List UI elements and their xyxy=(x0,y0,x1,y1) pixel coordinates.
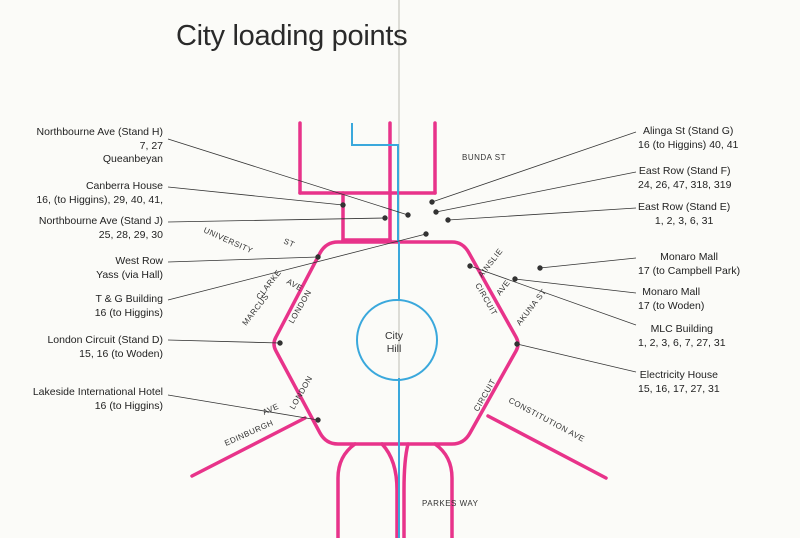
label-line: 1, 2, 3, 6, 31 xyxy=(654,214,714,227)
label-monaro-woden: Monaro Mall 17 (to Woden) xyxy=(638,286,704,313)
stop-canberra-house xyxy=(340,202,346,208)
street-ave-edinburgh: AVE xyxy=(261,402,280,417)
label-northbourne-j: Northbourne Ave (Stand J) 25, 28, 29, 30 xyxy=(39,215,163,242)
street-university-st: ST xyxy=(282,237,296,250)
label-line: 16, (to Higgins), 29, 40, 41, xyxy=(36,193,163,206)
road-constitution-ave xyxy=(486,414,608,480)
label-line: Alinga St (Stand G) xyxy=(642,125,734,137)
stop-monaro-campbell xyxy=(537,265,543,271)
label-london-circuit-d: London Circuit (Stand D) 15, 16 (to Wode… xyxy=(47,334,163,361)
street-akuna: AKUNA ST xyxy=(514,287,548,327)
road-south-right xyxy=(402,442,410,538)
stop-monaro-woden xyxy=(512,276,518,282)
label-east-row-f: East Row (Stand F) 24, 26, 47, 318, 319 xyxy=(638,165,731,192)
label-line: Northbourne Ave (Stand H) xyxy=(36,126,163,138)
stop-west-row xyxy=(315,254,321,260)
street-ave-constitution: AVE xyxy=(567,428,586,444)
label-line: Canberra House xyxy=(85,180,163,192)
stop-northbourne-h xyxy=(405,212,411,218)
label-line: Electricity House xyxy=(639,369,718,381)
road-edinburgh-ave xyxy=(190,416,307,478)
stop-east-row-e xyxy=(445,217,451,223)
city-hill-line-2: Hill xyxy=(386,343,402,355)
label-line: Queanbeyan xyxy=(102,153,163,165)
label-line: Monaro Mall xyxy=(642,286,701,298)
label-northbourne-h: Northbourne Ave (Stand H) 7, 27 Queanbey… xyxy=(37,126,163,167)
label-line: 17 (to Campbell Park) xyxy=(638,264,741,277)
label-line: 17 (to Woden) xyxy=(638,299,705,312)
page-title: City loading points xyxy=(176,20,408,52)
street-edinburgh: EDINBURGH xyxy=(223,418,275,448)
stop-mlc-building xyxy=(467,263,473,269)
street-university: UNIVERSITY xyxy=(202,226,254,256)
label-line: 16 (to Higgins) xyxy=(94,399,163,412)
road-southwest-exit xyxy=(336,442,357,538)
road-south-left xyxy=(380,442,399,538)
street-constitution: CONSTITUTION xyxy=(507,396,569,435)
label-line: 1, 2, 3, 6, 7, 27, 31 xyxy=(638,336,726,349)
label-line: Monaro Mall xyxy=(660,251,718,263)
label-line: East Row (Stand F) xyxy=(638,165,731,177)
label-line: West Row xyxy=(115,255,163,267)
label-line: 7, 27 xyxy=(139,139,163,152)
label-monaro-campbell: Monaro Mall 17 (to Campbell Park) xyxy=(638,251,740,278)
street-ave-ainslie: AVE xyxy=(494,278,512,297)
label-canberra-house: Canberra House 16, (to Higgins), 29, 40,… xyxy=(36,180,163,207)
label-mlc-building: MLC Building 1, 2, 3, 6, 7, 27, 31 xyxy=(638,323,726,350)
label-t-and-g: T & G Building 16 (to Higgins) xyxy=(95,293,163,320)
label-line: Lakeside International Hotel xyxy=(32,386,163,398)
city-hill-circle xyxy=(356,299,438,381)
label-electricity-house: Electricity House 15, 16, 17, 27, 31 xyxy=(638,369,720,396)
label-line: Northbourne Ave (Stand J) xyxy=(38,215,163,227)
label-line: 16 (to Higgins) 40, 41 xyxy=(638,138,739,151)
city-hill-label: City Hill xyxy=(364,330,424,356)
stop-alinga-g xyxy=(429,199,435,205)
label-line: 15, 16, 17, 27, 31 xyxy=(638,382,720,395)
label-line: East Row (Stand E) xyxy=(638,201,731,213)
pointer-lines xyxy=(167,131,637,423)
label-line: 15, 16 (to Woden) xyxy=(79,347,163,360)
stop-london-circuit-d xyxy=(277,340,283,346)
stop-electricity-house xyxy=(514,341,520,347)
bus-route xyxy=(351,123,438,538)
road-network xyxy=(190,121,608,538)
road-london-circuit xyxy=(272,240,520,446)
street-ainslie: AINSLIE xyxy=(476,247,504,279)
label-east-row-e: East Row (Stand E) 1, 2, 3, 6, 31 xyxy=(638,201,730,228)
label-line: 25, 28, 29, 30 xyxy=(98,228,163,241)
stop-lakeside-hotel xyxy=(315,417,321,423)
label-line: 24, 26, 47, 318, 319 xyxy=(638,178,732,191)
label-line: MLC Building xyxy=(650,323,714,335)
label-line: Yass (via Hall) xyxy=(96,268,163,281)
label-alinga-g: Alinga St (Stand G) 16 (to Higgins) 40, … xyxy=(638,125,738,152)
stop-northbourne-j xyxy=(382,215,388,221)
street-bunda: BUNDA ST xyxy=(462,153,506,162)
label-line: 16 (to Higgins) xyxy=(94,306,163,319)
city-hill-line-1: City xyxy=(384,330,404,342)
stop-east-row-f xyxy=(433,209,439,215)
stop-t-and-g xyxy=(423,231,429,237)
street-parkes: PARKES WAY xyxy=(422,499,479,508)
label-west-row: West Row Yass (via Hall) xyxy=(96,255,163,282)
road-southeast-exit xyxy=(433,442,454,538)
bus-route-northbourne xyxy=(351,123,399,242)
label-lakeside-hotel: Lakeside International Hotel 16 (to Higg… xyxy=(33,386,163,413)
label-line: T & G Building xyxy=(95,293,163,305)
label-line: London Circuit (Stand D) xyxy=(47,334,163,346)
